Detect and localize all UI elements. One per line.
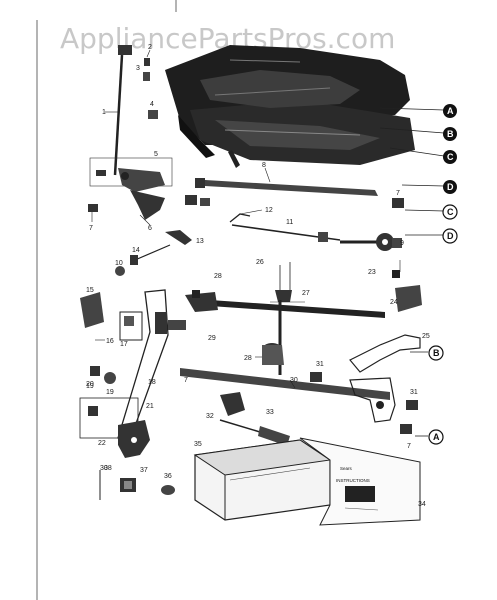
part-26-27 — [270, 262, 305, 303]
manual-title: INSTRUCTIONS — [336, 478, 370, 483]
part-10-washer — [115, 266, 125, 276]
label-4: 4 — [150, 101, 154, 108]
label-20: 20 — [86, 381, 94, 388]
label-7-mid: 7 — [184, 377, 188, 384]
part-9-crank — [340, 233, 402, 251]
label-38: 38 — [104, 465, 112, 472]
label-7-left: 7 — [89, 225, 93, 232]
label-7-right: 7 — [396, 190, 400, 197]
label-19-left: 19 — [86, 383, 94, 390]
callout-b-mid: B — [428, 345, 444, 361]
part-17-lifter — [119, 311, 143, 341]
label-10: 10 — [115, 260, 123, 267]
label-32: 32 — [206, 413, 214, 420]
part-8-shaft — [185, 167, 378, 206]
part-2-3-screws — [143, 49, 151, 81]
label-26: 26 — [256, 259, 264, 266]
part-22-foot — [118, 420, 150, 458]
part-33-screwdriver — [219, 419, 290, 446]
label-14: 14 — [132, 247, 140, 254]
callout-d-top: D — [443, 180, 457, 194]
label-31: 31 — [316, 361, 324, 368]
svg-text:A: A — [433, 432, 440, 442]
part-4-block — [148, 110, 158, 119]
label-9: 9 — [400, 240, 404, 247]
label-12: 12 — [265, 207, 273, 214]
part-19-20 — [90, 366, 116, 384]
label-13: 13 — [196, 238, 204, 245]
callout-b-top: B — [443, 127, 457, 141]
label-25: 25 — [422, 333, 430, 340]
label-5: 5 — [154, 151, 158, 158]
part-5-bracket — [89, 157, 173, 192]
part-35-accessory-box — [193, 439, 332, 521]
label-30: 30 — [290, 377, 298, 384]
callout-a-bottom: A — [428, 429, 444, 445]
label-30-bottom: 30 — [100, 465, 108, 472]
label-37: 37 — [140, 467, 148, 474]
callout-d-open: D — [442, 228, 458, 244]
svg-text:D: D — [447, 182, 454, 192]
svg-text:D: D — [447, 231, 454, 241]
part-21-bracket — [79, 397, 139, 439]
label-15: 15 — [86, 287, 94, 294]
worm-shaft — [210, 300, 385, 318]
part-30-lower-shaft — [180, 368, 390, 400]
label-28: 28 — [244, 355, 252, 362]
part-34-manual: Sears INSTRUCTIONS — [299, 437, 421, 526]
part-6-lever — [130, 190, 165, 226]
label-34: 34 — [418, 501, 426, 508]
svg-text:B: B — [447, 129, 454, 139]
label-36: 36 — [164, 473, 172, 480]
label-1: 1 — [102, 109, 106, 116]
machine-head — [165, 45, 415, 168]
label-7-bottom: 7 — [407, 443, 411, 450]
callout-a-top: A — [443, 104, 457, 118]
part-11-12-rods — [229, 209, 341, 242]
part-29-bracket — [185, 290, 218, 312]
label-17: 17 — [120, 341, 128, 348]
part-36-37-38 — [99, 470, 175, 500]
label-23: 23 — [368, 269, 376, 276]
label-21: 21 — [146, 403, 154, 410]
part-7-screws — [88, 198, 412, 434]
part-13-14 — [130, 230, 192, 265]
label-11: 11 — [286, 219, 293, 226]
svg-text:B: B — [433, 348, 440, 358]
rocker-arm — [349, 377, 396, 423]
label-3: 3 — [136, 65, 140, 72]
svg-text:C: C — [447, 207, 454, 217]
part-1-rod — [105, 45, 132, 176]
label-16: 16 — [106, 338, 114, 345]
part-24-25 — [349, 260, 422, 373]
callout-c-top: C — [443, 150, 457, 164]
label-33: 33 — [266, 409, 274, 416]
label-6: 6 — [148, 225, 152, 232]
label-29: 29 — [208, 335, 216, 342]
label-8: 8 — [262, 162, 266, 169]
label-24: 24 — [390, 299, 398, 306]
svg-text:A: A — [447, 106, 454, 116]
manual-brand: Sears — [340, 466, 353, 471]
part-15-16 — [80, 292, 105, 341]
label-2: 2 — [148, 44, 152, 51]
label-22: 22 — [98, 440, 106, 447]
svg-text:C: C — [447, 152, 454, 162]
label-27: 27 — [302, 290, 310, 297]
label-31-right: 31 — [410, 389, 418, 396]
callout-c-open: C — [442, 204, 458, 220]
label-28-top: 28 — [214, 273, 222, 280]
label-18: 18 — [148, 379, 156, 386]
label-19: 19 — [106, 389, 114, 396]
label-35: 35 — [194, 441, 202, 448]
part-28-gear-shaft — [255, 300, 284, 375]
part-31-screws — [310, 372, 418, 410]
part-32-screwdriver — [220, 392, 245, 416]
